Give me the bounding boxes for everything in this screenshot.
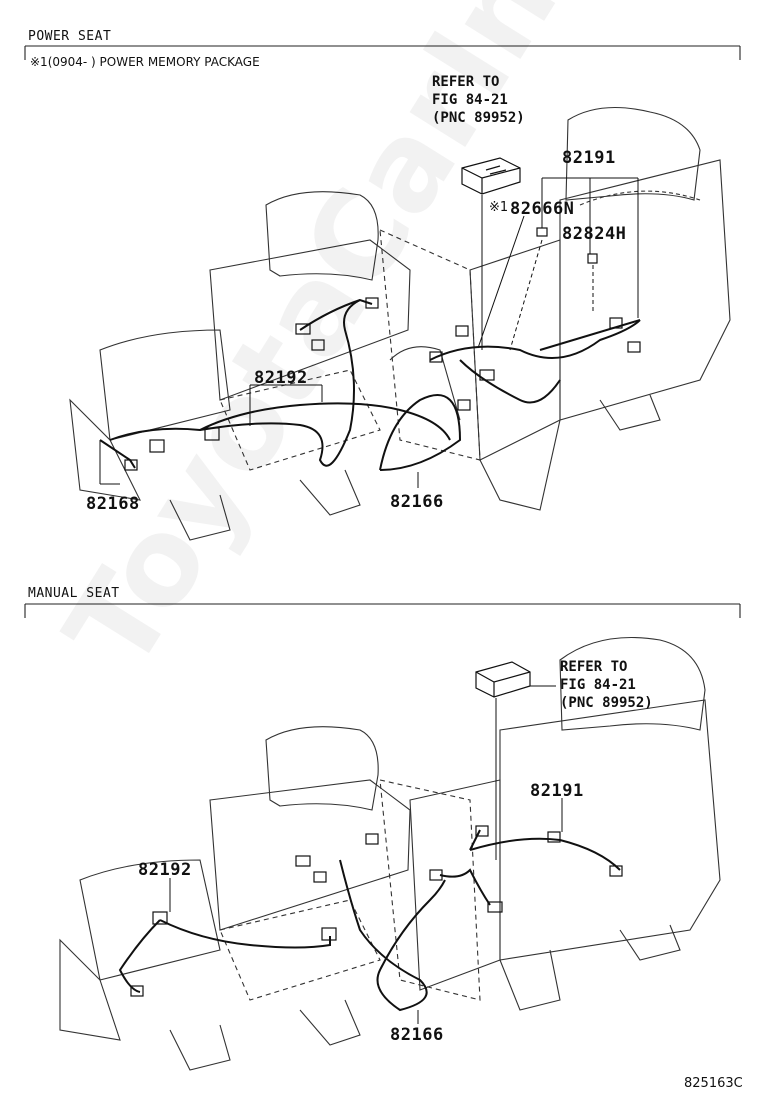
part-number-82192-power: 82192 bbox=[254, 368, 308, 388]
section-frame-power bbox=[24, 45, 741, 60]
part-number-82168: 82168 bbox=[86, 494, 140, 514]
section-title-power-seat: POWER SEAT bbox=[28, 29, 112, 44]
part-number-82191-manual: 82191 bbox=[530, 781, 584, 801]
power-memory-note: ※1(0904- ) POWER MEMORY PACKAGE bbox=[30, 55, 260, 69]
power-seat-leader-lines bbox=[99, 177, 639, 488]
part-number-82666n: 82666N bbox=[510, 199, 575, 219]
refer-line-1: REFER TO bbox=[560, 659, 628, 675]
part-number-82191-power: 82191 bbox=[562, 148, 616, 168]
part-number-82192-manual: 82192 bbox=[138, 860, 192, 880]
manual-seat-harness bbox=[118, 829, 621, 1012]
refer-line-3: (PNC 89952) bbox=[432, 110, 525, 126]
manual-memory-package-icon bbox=[475, 661, 531, 698]
refer-line-2: FIG 84-21 bbox=[432, 92, 508, 108]
manual-seat-connectors bbox=[130, 825, 623, 997]
diagram-code: 825163C bbox=[684, 1076, 743, 1091]
power-memory-package-icon bbox=[461, 157, 521, 195]
power-seat-connectors bbox=[124, 227, 641, 471]
part-number-82166-manual: 82166 bbox=[390, 1025, 444, 1045]
refer-label-manual: REFER TO FIG 84-21 (PNC 89952) bbox=[560, 658, 653, 712]
manual-seat-leader-lines bbox=[169, 685, 563, 1024]
power-seat-harness bbox=[99, 298, 641, 471]
manual-seat-rear-seat bbox=[59, 636, 721, 1071]
section-title-manual-seat: MANUAL SEAT bbox=[28, 586, 120, 601]
ref-mark-1: ※1 bbox=[489, 200, 509, 215]
part-number-82166-power: 82166 bbox=[390, 492, 444, 512]
refer-line-3: (PNC 89952) bbox=[560, 695, 653, 711]
part-number-82824h: 82824H bbox=[562, 224, 627, 244]
refer-label-power: REFER TO FIG 84-21 (PNC 89952) bbox=[432, 73, 525, 127]
refer-line-2: FIG 84-21 bbox=[560, 677, 636, 693]
power-seat-rear-seat bbox=[69, 106, 731, 541]
section-frame-manual bbox=[24, 603, 741, 618]
refer-line-1: REFER TO bbox=[432, 74, 500, 90]
